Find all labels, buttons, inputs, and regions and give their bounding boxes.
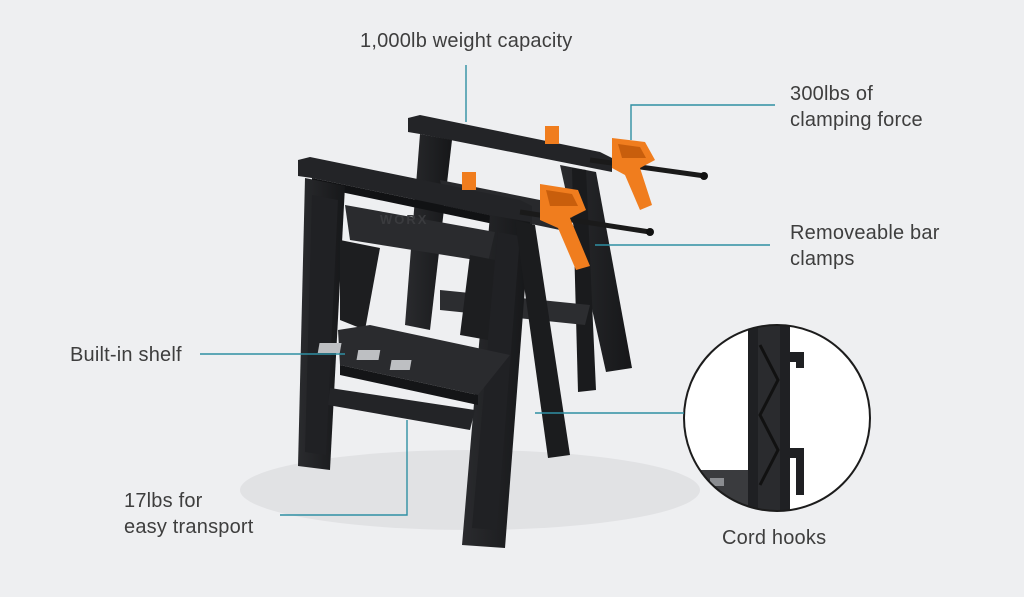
- callout-shelf: Built-in shelf: [70, 342, 182, 368]
- back-bar-clamp: [545, 126, 708, 210]
- cord-hooks-zoom: [683, 324, 871, 512]
- callout-transport-line2: easy transport: [124, 516, 254, 538]
- callout-cord-hooks-text: Cord hooks: [722, 527, 827, 549]
- callout-clamping-force-line1: 300lbs of: [790, 83, 873, 105]
- callout-shelf-text: Built-in shelf: [70, 344, 182, 366]
- callout-bar-clamps-line1: Removeable bar: [790, 222, 940, 244]
- svg-text:WORX: WORX: [380, 212, 428, 227]
- callout-weight-capacity: 1,000lb weight capacity: [360, 28, 573, 54]
- callout-transport: 17lbs for easy transport: [124, 488, 254, 540]
- callout-clamping-force: 300lbs of clamping force: [790, 81, 923, 133]
- callout-clamping-force-line2: clamping force: [790, 109, 923, 131]
- front-bar-clamp: [462, 172, 654, 270]
- leader-clamping-force: [630, 104, 775, 140]
- leader-lines: [200, 65, 775, 516]
- front-sawhorse: WORX: [298, 157, 570, 548]
- callout-weight-capacity-text: 1,000lb weight capacity: [360, 30, 573, 52]
- callout-transport-line1: 17lbs for: [124, 490, 203, 512]
- leader-transport: [280, 420, 408, 516]
- callout-cord-hooks: Cord hooks: [722, 525, 826, 551]
- callout-bar-clamps: Removeable bar clamps: [790, 220, 940, 272]
- callout-bar-clamps-line2: clamps: [790, 248, 855, 270]
